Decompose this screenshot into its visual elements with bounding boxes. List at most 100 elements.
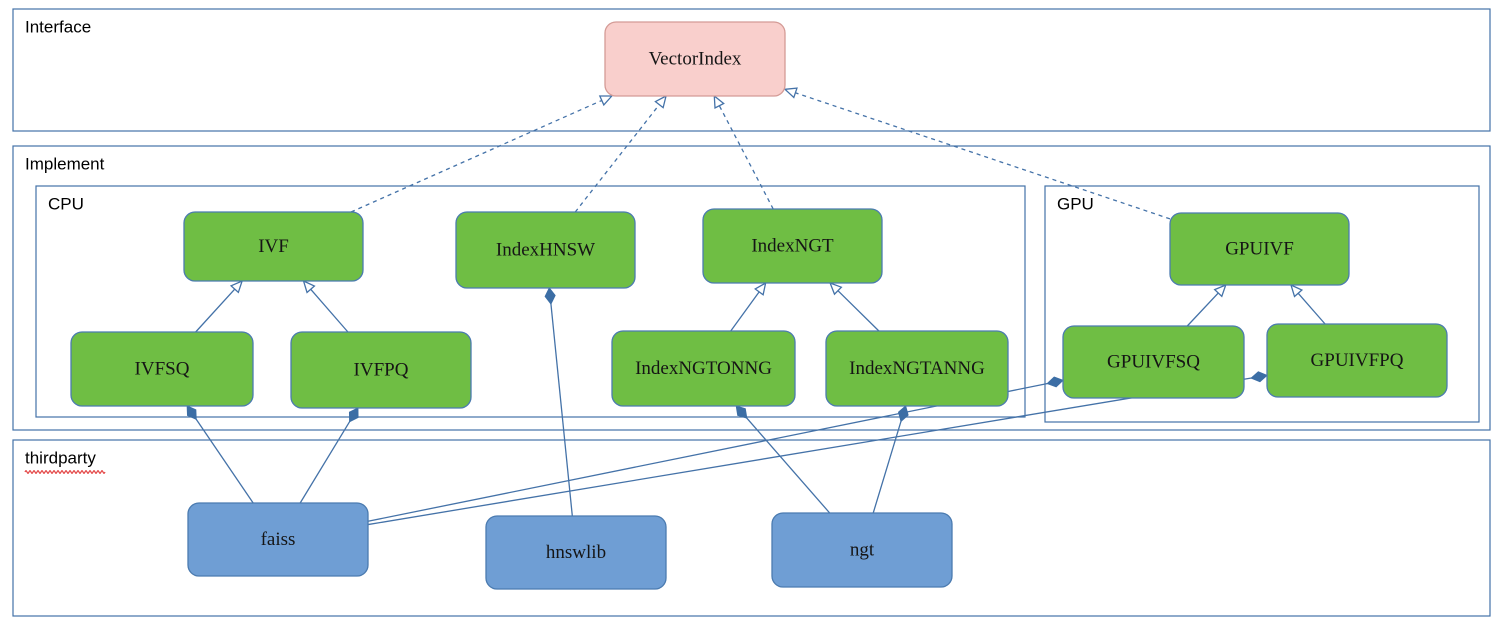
class-node-vectorindex[interactable]: VectorIndex [604, 21, 786, 97]
edge-ivfpq-to-ivf [302, 279, 349, 333]
class-label-indexhnsw: IndexHNSW [496, 239, 595, 260]
class-box-indexngt[interactable] [702, 208, 883, 284]
edge-gpuivfsq-to-gpuivf [1186, 283, 1227, 327]
hollow-triangle-arrowhead-icon [783, 87, 798, 99]
edge-ngt-to-indexngtonng [735, 405, 831, 514]
class-node-ivf[interactable]: IVF [183, 211, 364, 282]
hollow-triangle-arrowhead-icon [713, 94, 725, 110]
edge-line [574, 104, 660, 213]
edge-ivf-to-vectorindex [350, 95, 614, 213]
edge-line [367, 377, 1253, 526]
edge-indexngt-to-vectorindex [713, 94, 774, 210]
class-box-indexngtanng[interactable] [825, 330, 1009, 407]
class-node-ivfsq[interactable]: IVFSQ [70, 331, 254, 407]
class-box-indexngtonng[interactable] [611, 330, 796, 407]
edge-line [745, 416, 831, 514]
class-node-indexngt[interactable]: IndexNGT [702, 208, 883, 284]
hollow-triangle-arrowhead-icon [754, 281, 767, 296]
class-box-faiss[interactable] [187, 502, 369, 577]
class-box-indexhnsw[interactable] [455, 211, 636, 289]
filled-diamond-marker-icon [1250, 371, 1268, 383]
class-box-gpuivfsq[interactable] [1062, 325, 1245, 399]
filled-diamond-marker-icon [348, 407, 359, 423]
edge-line [195, 288, 236, 333]
class-node-gpuivfpq[interactable]: GPUIVFPQ [1266, 323, 1448, 398]
edge-line [872, 420, 902, 514]
edge-faiss-to-ivfsq [186, 405, 254, 504]
class-node-gpuivfsq[interactable]: GPUIVFSQ [1062, 325, 1245, 399]
filled-diamond-marker-icon [544, 287, 556, 305]
filled-diamond-marker-icon [186, 405, 197, 421]
edge-line [350, 99, 603, 213]
group-label-implement: Implement [25, 154, 105, 173]
hollow-triangle-arrowhead-icon [302, 279, 316, 294]
edge-line [195, 418, 254, 504]
filled-diamond-marker-icon [735, 405, 748, 419]
edge-line [837, 290, 880, 332]
class-box-gpuivfpq[interactable] [1266, 323, 1448, 398]
class-label-indexngtonng: IndexNGTONNG [635, 358, 772, 379]
group-label-gpu: GPU [1057, 194, 1094, 213]
edge-faiss-to-gpuivfpq [367, 371, 1268, 526]
group-label-interface: Interface [25, 17, 91, 36]
class-node-indexngtonng[interactable]: IndexNGTONNG [611, 330, 796, 407]
class-box-ivf[interactable] [183, 211, 364, 282]
hollow-triangle-arrowhead-icon [828, 281, 843, 296]
edge-indexngtanng-to-indexngt [828, 281, 880, 332]
class-node-gpuivf[interactable]: GPUIVF [1169, 212, 1350, 286]
hollow-triangle-arrowhead-icon [598, 95, 614, 107]
class-box-gpuivf[interactable] [1169, 212, 1350, 286]
relationship-edges [186, 87, 1326, 526]
edge-indexngtonng-to-indexngt [730, 281, 767, 332]
class-label-ngt: ngt [850, 539, 875, 560]
class-box-ivfsq[interactable] [70, 331, 254, 407]
edge-line [1186, 292, 1219, 327]
class-label-gpuivfpq: GPUIVFPQ [1311, 350, 1404, 371]
edge-ivfsq-to-ivf [195, 279, 244, 333]
class-box-ngt[interactable] [771, 512, 953, 588]
class-box-ivfpq[interactable] [290, 331, 472, 409]
class-label-gpuivf: GPUIVF [1225, 238, 1294, 259]
edge-line [550, 302, 573, 517]
edge-line [718, 105, 774, 210]
edge-gpuivfpq-to-gpuivf [1289, 283, 1326, 325]
group-label-cpu: CPU [48, 194, 84, 213]
hollow-triangle-arrowhead-icon [229, 279, 244, 294]
edge-gpuivf-to-vectorindex [783, 87, 1171, 220]
edge-indexhnsw-to-vectorindex [574, 94, 668, 213]
class-label-faiss: faiss [261, 529, 296, 550]
hollow-triangle-arrowhead-icon [1289, 283, 1304, 298]
class-node-hnswlib[interactable]: hnswlib [485, 515, 667, 590]
class-label-hnswlib: hnswlib [546, 542, 606, 563]
filled-diamond-marker-icon [1046, 376, 1064, 388]
hollow-triangle-arrowhead-icon [1213, 283, 1227, 298]
class-label-indexngtanng: IndexNGTANNG [849, 358, 985, 379]
class-label-ivfpq: IVFPQ [354, 359, 409, 380]
class-box-vectorindex[interactable] [604, 21, 786, 97]
edge-line [795, 92, 1171, 220]
edge-faiss-to-ivfpq [299, 407, 359, 504]
filled-diamond-marker-icon [897, 405, 909, 423]
class-node-ivfpq[interactable]: IVFPQ [290, 331, 472, 409]
class-node-ngt[interactable]: ngt [771, 512, 953, 588]
class-label-ivfsq: IVFSQ [135, 358, 190, 379]
class-label-gpuivfsq: GPUIVFSQ [1107, 351, 1200, 372]
hollow-triangle-arrowhead-icon [654, 94, 668, 109]
class-label-vectorindex: VectorIndex [649, 48, 742, 69]
class-box-hnswlib[interactable] [485, 515, 667, 590]
class-node-faiss[interactable]: faiss [187, 502, 369, 577]
spellcheck-underline-icon [24, 470, 106, 474]
class-node-indexngtanng[interactable]: IndexNGTANNG [825, 330, 1009, 407]
class-label-indexngt: IndexNGT [751, 235, 834, 256]
class-label-ivf: IVF [258, 236, 289, 257]
edge-line [1297, 292, 1326, 325]
edge-line [730, 291, 760, 332]
edge-line [310, 288, 349, 333]
edge-ngt-to-indexngtanng [872, 405, 909, 514]
edge-hnswlib-to-indexhnsw [544, 287, 573, 517]
class-node-indexhnsw[interactable]: IndexHNSW [455, 211, 636, 289]
edge-line [299, 420, 351, 504]
